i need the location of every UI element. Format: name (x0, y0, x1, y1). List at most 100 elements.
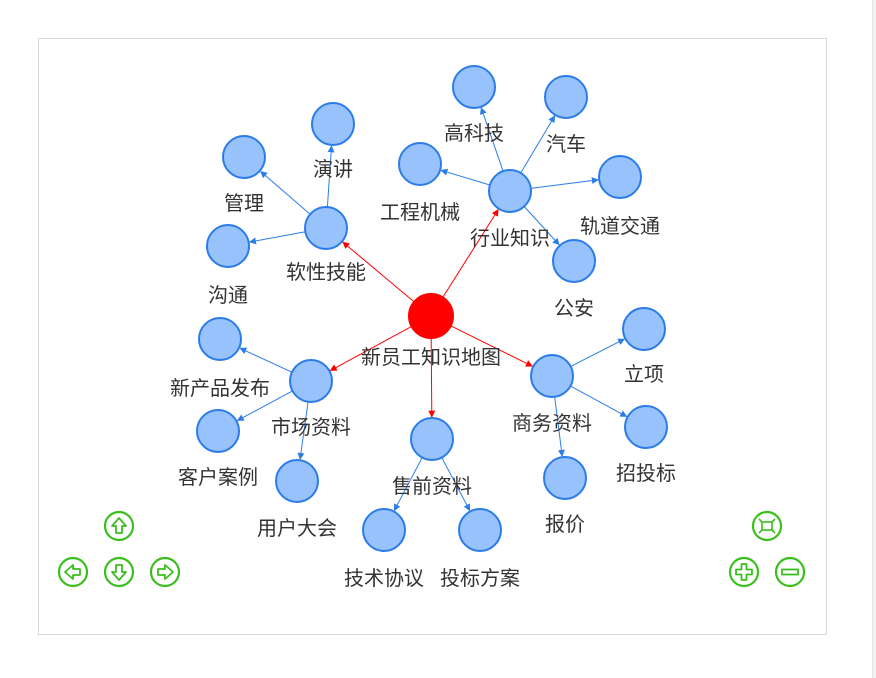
node-circle[interactable] (530, 354, 574, 398)
edge-soft-comm[interactable] (248, 231, 306, 245)
zoom-out-button[interactable] (774, 556, 806, 588)
edge-industry-auto[interactable] (520, 115, 556, 174)
node-manage[interactable]: 管理 (222, 135, 266, 215)
node-speech[interactable]: 演讲 (311, 102, 355, 181)
node-industry[interactable]: 行业知识 (470, 169, 550, 250)
scrollbar-track[interactable] (872, 0, 876, 678)
node-circle[interactable] (544, 75, 588, 119)
edge-root-industry[interactable] (442, 209, 499, 298)
node-circle[interactable] (543, 456, 587, 500)
edge-industry-eng[interactable] (440, 168, 491, 186)
node-label: 新员工知识地图 (361, 345, 501, 369)
node-circle[interactable] (311, 102, 355, 146)
edge-market-cases[interactable] (236, 390, 293, 422)
node-circle[interactable] (552, 239, 596, 283)
edge-market-launch[interactable] (239, 347, 293, 373)
node-circle[interactable] (624, 405, 668, 449)
zoom-in-button[interactable] (728, 556, 760, 588)
edge-industry-rail[interactable] (530, 177, 599, 189)
edge-soft-speech[interactable] (326, 145, 335, 208)
node-label: 新产品发布 (170, 376, 270, 400)
node-circle[interactable] (398, 142, 442, 186)
node-label: 演讲 (313, 157, 353, 181)
node-auto[interactable]: 汽车 (544, 75, 588, 156)
node-label: 管理 (224, 191, 264, 215)
node-circle[interactable] (196, 409, 240, 453)
node-circle[interactable] (206, 224, 250, 268)
node-label: 投标方案 (440, 566, 520, 590)
node-label: 工程机械 (380, 200, 460, 224)
zoom-extent-button[interactable] (751, 510, 783, 542)
node-root[interactable]: 新员工知识地图 (361, 293, 501, 369)
node-label: 立项 (624, 362, 664, 386)
node-conf[interactable]: 用户大会 (257, 459, 337, 540)
edge-root-business[interactable] (450, 325, 533, 367)
node-circle[interactable] (222, 135, 266, 179)
node-quote[interactable]: 报价 (543, 456, 587, 536)
edge-root-soft[interactable] (342, 241, 415, 303)
edge-industry-hitech[interactable] (479, 107, 504, 172)
node-label: 商务资料 (512, 411, 592, 435)
node-label: 报价 (545, 512, 585, 536)
nav-right-button[interactable] (149, 556, 181, 588)
node-label: 客户案例 (178, 465, 258, 489)
node-label: 高科技 (444, 121, 504, 145)
node-circle[interactable] (289, 359, 333, 403)
node-circle[interactable] (304, 206, 348, 250)
edge-presale-tech[interactable] (393, 457, 423, 512)
node-police[interactable]: 公安 (552, 239, 596, 320)
node-business[interactable]: 商务资料 (512, 354, 592, 435)
nav-up-button[interactable] (103, 510, 135, 542)
edge-industry-police[interactable] (523, 206, 560, 246)
arrow-down-icon (111, 564, 127, 581)
node-label: 用户大会 (257, 516, 337, 540)
node-approve[interactable]: 立项 (622, 307, 666, 386)
edges-layer (236, 107, 628, 512)
node-circle[interactable] (198, 317, 242, 361)
node-tech[interactable]: 技术协议 (344, 508, 424, 590)
node-eng[interactable]: 工程机械 (380, 142, 460, 224)
node-circle[interactable] (452, 65, 496, 109)
node-cases[interactable]: 客户案例 (178, 409, 258, 489)
node-label: 沟通 (208, 283, 248, 307)
edge-business-quote[interactable] (554, 396, 565, 457)
zoom-extent-icon (758, 518, 776, 534)
node-circle[interactable] (275, 459, 319, 503)
node-circle[interactable] (598, 155, 642, 199)
node-label: 市场资料 (271, 415, 351, 439)
node-label: 汽车 (546, 132, 586, 156)
node-label: 公安 (554, 296, 594, 320)
node-launch[interactable]: 新产品发布 (170, 317, 270, 400)
edge-market-conf[interactable] (297, 401, 309, 460)
node-tender[interactable]: 招投标 (616, 405, 676, 485)
nav-down-button[interactable] (103, 556, 135, 588)
node-label: 售前资料 (392, 474, 472, 498)
edge-root-market[interactable] (329, 326, 412, 371)
edge-root-presale[interactable] (428, 337, 436, 418)
node-circle[interactable] (410, 417, 454, 461)
plus-icon (735, 563, 753, 581)
node-presale[interactable]: 售前资料 (392, 417, 472, 498)
node-rail[interactable]: 轨道交通 (580, 155, 660, 238)
node-circle[interactable] (622, 307, 666, 351)
node-circle[interactable] (458, 508, 502, 552)
edge-presale-bid[interactable] (441, 457, 471, 512)
node-circle[interactable] (488, 169, 532, 213)
arrow-right-icon (157, 564, 174, 580)
node-hitech[interactable]: 高科技 (444, 65, 504, 145)
node-market[interactable]: 市场资料 (271, 359, 351, 439)
arrow-up-icon (111, 517, 127, 534)
node-label: 招投标 (616, 461, 676, 485)
edge-business-tender[interactable] (570, 385, 628, 417)
navigation-controls (57, 510, 806, 588)
node-soft[interactable]: 软性技能 (286, 206, 366, 284)
node-circle[interactable] (408, 293, 454, 339)
edge-business-approve[interactable] (570, 338, 626, 367)
node-comm[interactable]: 沟通 (206, 224, 250, 307)
edge-soft-manage[interactable] (260, 170, 311, 215)
node-bid[interactable]: 投标方案 (440, 508, 520, 590)
node-label: 轨道交通 (580, 214, 660, 238)
nav-left-button[interactable] (57, 556, 89, 588)
node-circle[interactable] (362, 508, 406, 552)
